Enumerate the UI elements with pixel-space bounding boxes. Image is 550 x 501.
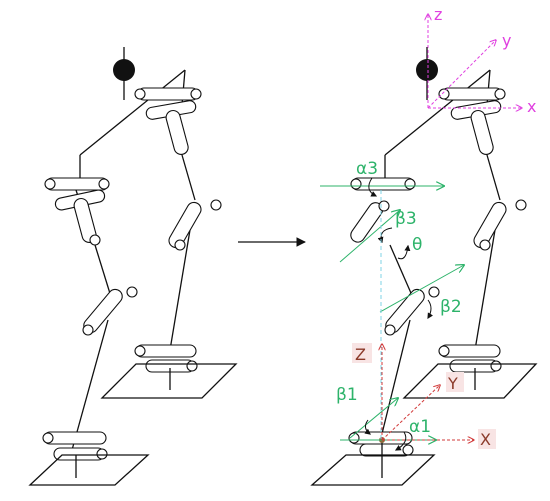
label-Z: Z: [355, 345, 366, 364]
beta3-axis: [339, 210, 400, 263]
world-y-axis: [381, 385, 440, 441]
theta-rotation-arc: [397, 244, 411, 260]
beta1-axis: [349, 398, 398, 439]
beta3-rotation-arc: [377, 227, 393, 244]
label-z: z: [434, 5, 442, 24]
label-Y-bg: [446, 372, 464, 392]
right-robot-left-foot: [310, 454, 436, 486]
alpha3-rotation-arc: [368, 177, 378, 197]
left-head-mass-icon: [113, 59, 135, 81]
label-Y: Y: [447, 374, 458, 393]
beta2-rotation-arc: [427, 299, 434, 320]
right-robot-right-foot: [402, 363, 538, 399]
label-beta1: β1: [336, 385, 358, 405]
beta2-axis: [379, 265, 464, 313]
local-frame-axes: z y x: [428, 5, 536, 116]
angle-labels: α3 β3 θ β2 β1 α1: [336, 159, 462, 437]
beta1-rotation-arc: [364, 419, 371, 435]
label-X-bg: [478, 429, 496, 449]
label-alpha1: α1: [409, 417, 431, 437]
label-beta2: β2: [440, 297, 462, 317]
label-x: x: [527, 97, 536, 116]
left-robot-left-foot: [28, 454, 150, 486]
joint-axes: [320, 177, 464, 451]
label-X: X: [480, 430, 491, 449]
right-head-mass-icon: [416, 59, 438, 81]
label-Z-bg: [352, 343, 372, 363]
label-alpha3: α3: [356, 159, 378, 179]
local-y-axis: [427, 40, 496, 109]
right-robot: [310, 47, 538, 486]
label-y: y: [502, 31, 511, 50]
alpha1-rotation-arc: [394, 431, 407, 451]
world-frame-axes: Z Y X: [352, 343, 496, 449]
label-beta3: β3: [395, 209, 417, 229]
left-robot: [28, 47, 238, 486]
left-robot-right-foot: [100, 363, 238, 399]
label-theta: θ: [412, 235, 422, 255]
